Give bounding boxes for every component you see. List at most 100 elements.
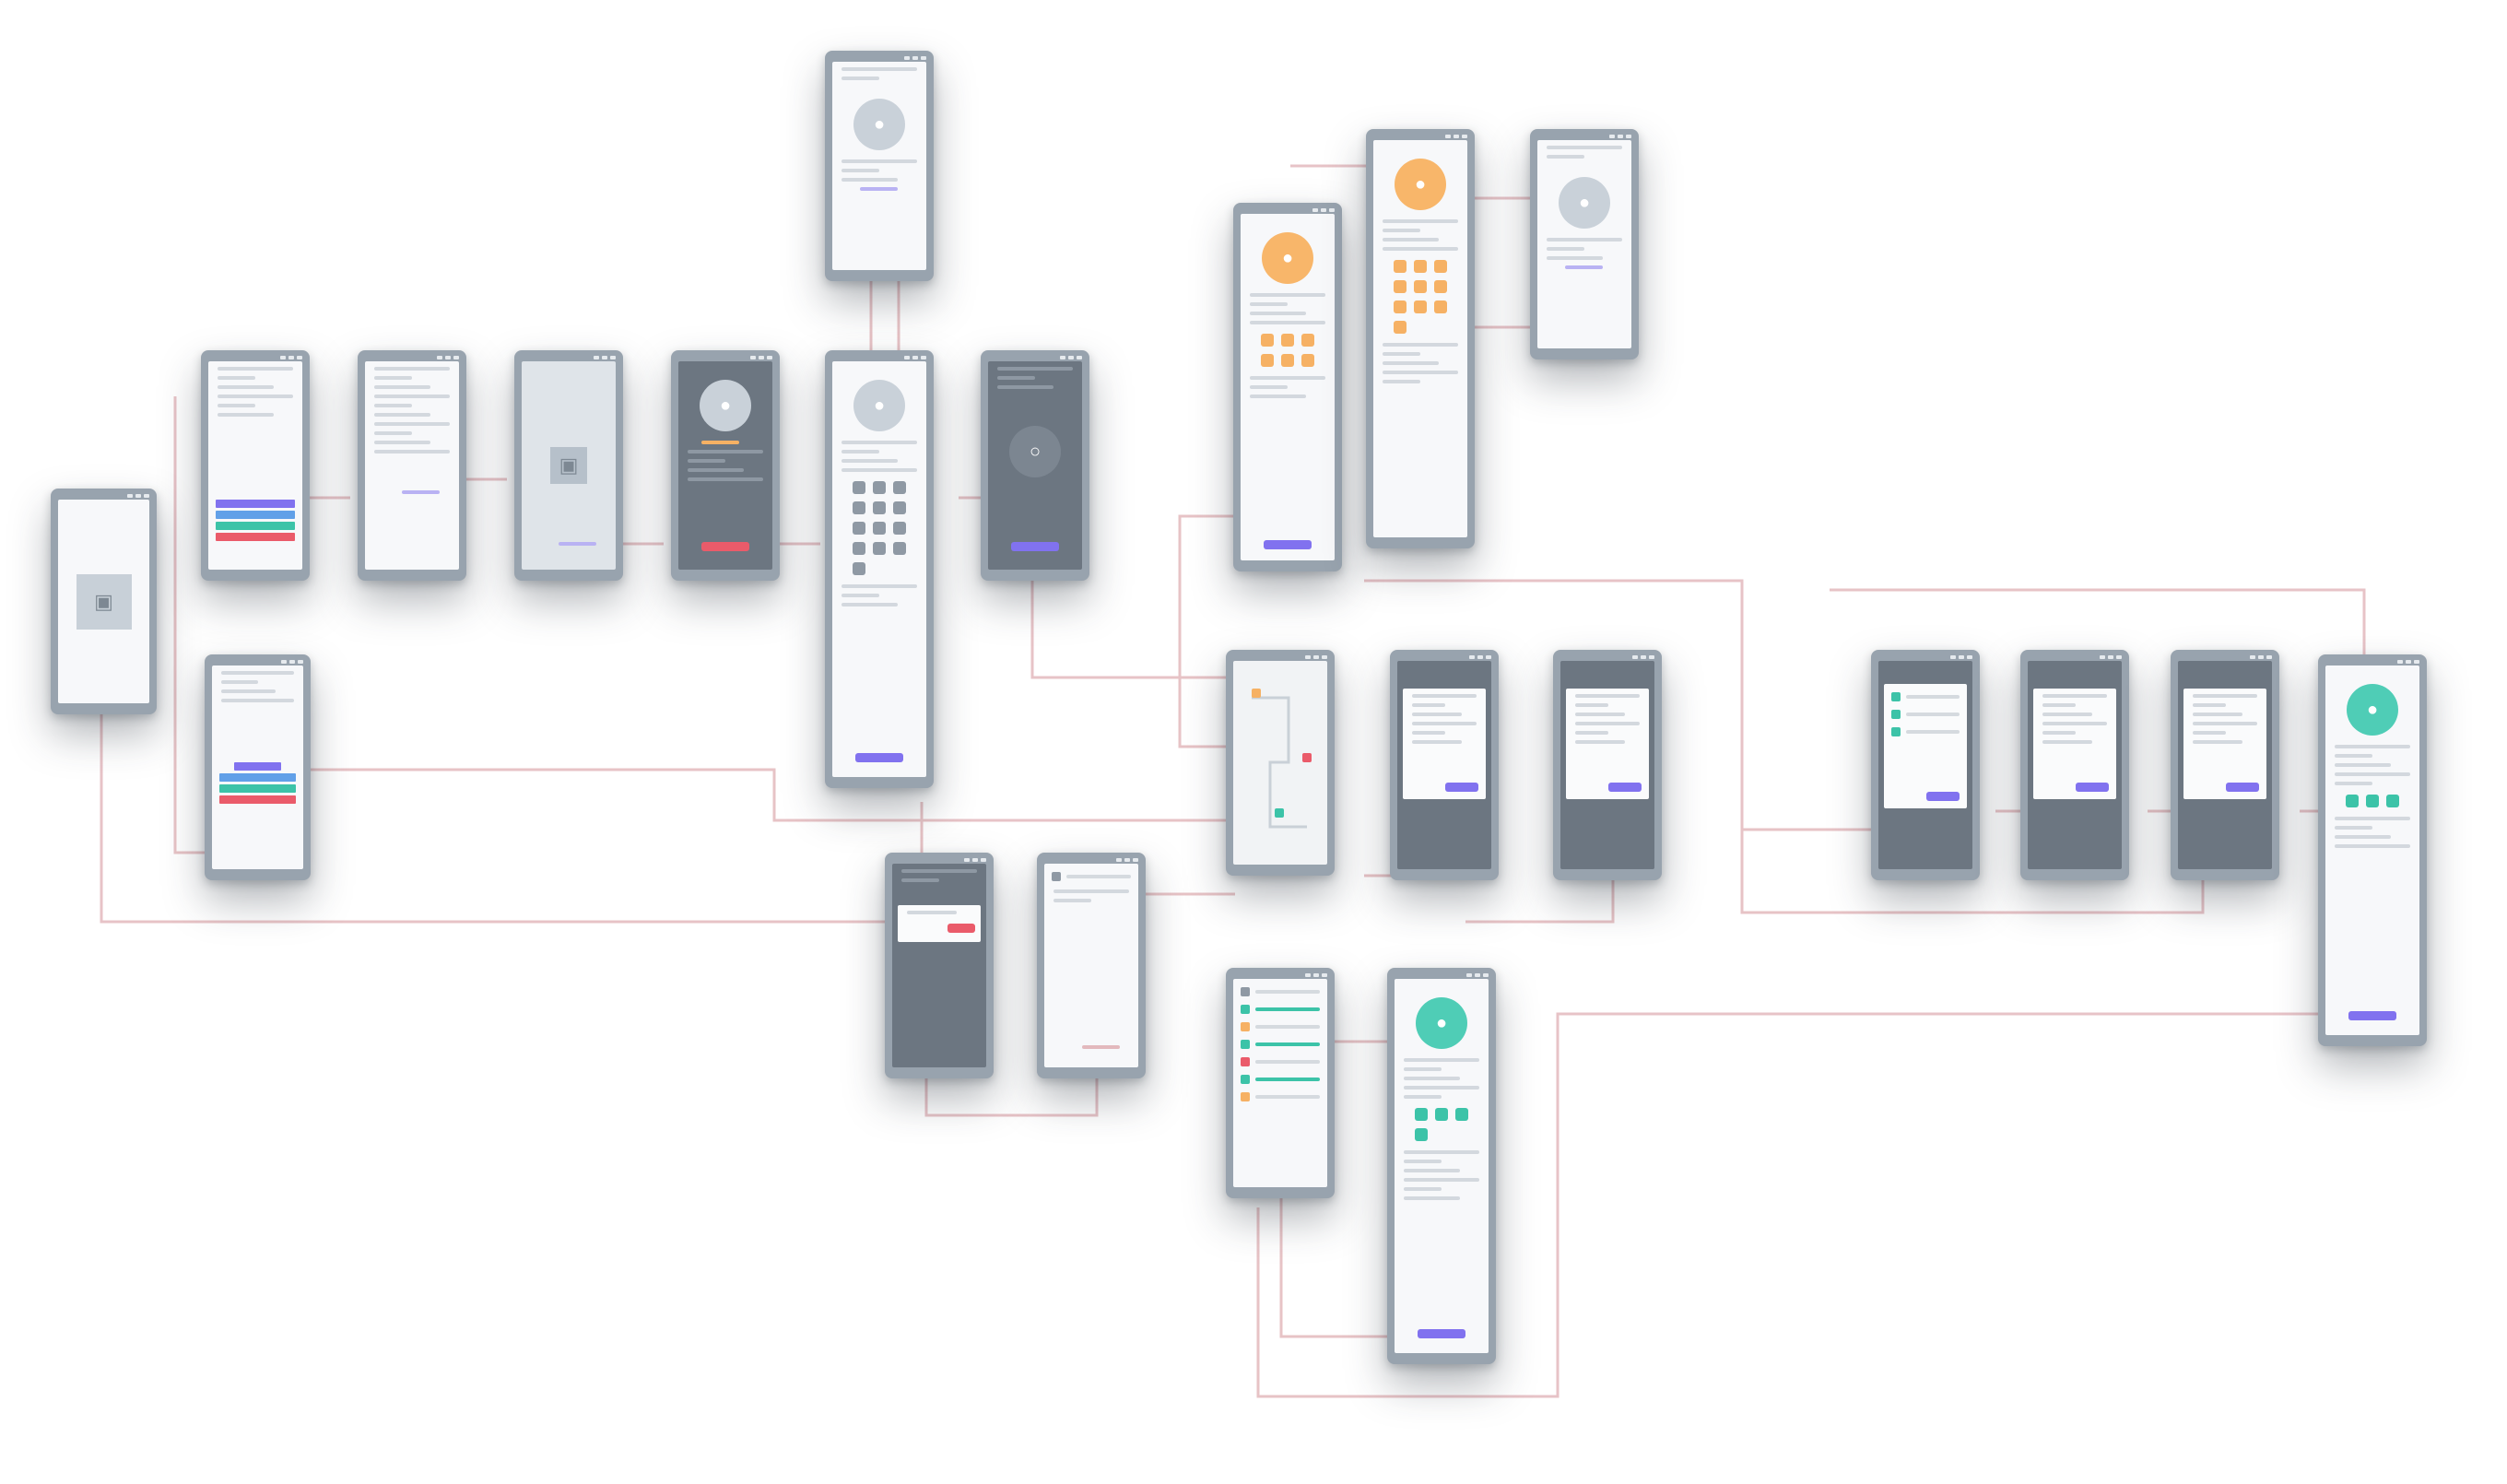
- dialog-ok-button[interactable]: [2226, 783, 2259, 792]
- grid-option[interactable]: [1434, 280, 1447, 293]
- grid-option[interactable]: [1435, 1108, 1448, 1121]
- continue-button[interactable]: [855, 753, 903, 762]
- user-avatar-icon: ●: [700, 380, 751, 431]
- back-icon[interactable]: [1241, 987, 1250, 996]
- grid-option[interactable]: [2366, 795, 2379, 807]
- link-text[interactable]: [402, 490, 440, 494]
- grid-option[interactable]: [1301, 334, 1314, 347]
- screen-dark-delete[interactable]: [885, 853, 994, 1078]
- screen-profile-setup[interactable]: ●: [825, 350, 934, 788]
- grid-option[interactable]: [1261, 334, 1274, 347]
- screen-dark-camera[interactable]: ○: [981, 350, 1089, 581]
- screen-text-content[interactable]: [358, 350, 466, 581]
- back-icon[interactable]: [1052, 872, 1061, 881]
- grid-option[interactable]: [853, 562, 865, 575]
- purple-option[interactable]: [216, 500, 295, 508]
- grid-option[interactable]: [893, 501, 906, 514]
- blue-option[interactable]: [216, 511, 295, 519]
- map-pin-icon[interactable]: [1275, 808, 1284, 818]
- screen-dialog-c[interactable]: [1871, 650, 1980, 880]
- delete-button[interactable]: [947, 924, 975, 933]
- screen-dialog-a[interactable]: [1390, 650, 1499, 880]
- red-option[interactable]: [219, 795, 296, 804]
- continue-button[interactable]: [1418, 1329, 1465, 1338]
- screen-profile-avatar[interactable]: ●: [825, 51, 934, 281]
- dialog-ok-button[interactable]: [1445, 783, 1478, 792]
- screen-orange-profile[interactable]: ●: [1233, 203, 1342, 571]
- grid-option[interactable]: [1434, 300, 1447, 313]
- grid-option[interactable]: [853, 481, 865, 494]
- list-item-icon: [1241, 1040, 1250, 1049]
- red-option[interactable]: [216, 533, 295, 541]
- screen-search[interactable]: [1037, 853, 1146, 1078]
- screen-photo-picker[interactable]: ▣: [514, 350, 623, 581]
- continue-button[interactable]: [2348, 1011, 2396, 1020]
- screen-login-form[interactable]: [205, 654, 311, 880]
- screen-teal-list[interactable]: [1226, 968, 1335, 1198]
- screen-splash[interactable]: ▣: [51, 489, 157, 714]
- link-text[interactable]: [1565, 265, 1603, 269]
- grid-option[interactable]: [1414, 300, 1427, 313]
- screen-dialog-b[interactable]: [1553, 650, 1662, 880]
- grid-option[interactable]: [2346, 795, 2359, 807]
- dialog-ok-button[interactable]: [1608, 783, 1642, 792]
- link-text[interactable]: [559, 542, 596, 546]
- screen-grey-profile[interactable]: ●: [1530, 129, 1639, 359]
- grid-option[interactable]: [1394, 321, 1407, 334]
- link-text[interactable]: [1082, 1045, 1120, 1049]
- map-pin-icon[interactable]: [1302, 753, 1312, 762]
- purple-option[interactable]: [234, 762, 281, 771]
- text-line: [2335, 826, 2372, 830]
- map-pin-icon[interactable]: [1252, 689, 1261, 698]
- screen-dialog-d[interactable]: [2020, 650, 2129, 880]
- grid-option[interactable]: [1261, 354, 1274, 367]
- continue-button[interactable]: [1264, 540, 1312, 549]
- grid-option[interactable]: [893, 481, 906, 494]
- screen-teal-profile-long[interactable]: ●: [1387, 968, 1496, 1364]
- alert-confirm-button[interactable]: [701, 542, 749, 551]
- grid-option[interactable]: [1281, 334, 1294, 347]
- grid-option[interactable]: [1415, 1108, 1428, 1121]
- grid-option[interactable]: [1414, 260, 1427, 273]
- grid-option[interactable]: [1394, 300, 1407, 313]
- grid-option[interactable]: [853, 501, 865, 514]
- text-line: [1575, 703, 1608, 707]
- screen-signup-form[interactable]: [201, 350, 310, 581]
- grid-option[interactable]: [893, 542, 906, 555]
- screen-map[interactable]: [1226, 650, 1335, 876]
- link-text[interactable]: [860, 187, 898, 191]
- grid-option[interactable]: [873, 542, 886, 555]
- grid-option[interactable]: [1455, 1108, 1468, 1121]
- blue-option[interactable]: [219, 773, 296, 782]
- grid-option[interactable]: [1394, 280, 1407, 293]
- dialog-ok-button[interactable]: [2076, 783, 2109, 792]
- grid-option[interactable]: [2386, 795, 2399, 807]
- text-line: [1404, 1086, 1479, 1089]
- screen-dialog-e[interactable]: [2171, 650, 2279, 880]
- camera-icon: ○: [1009, 426, 1061, 477]
- grid-option[interactable]: [1281, 354, 1294, 367]
- grid-option[interactable]: [1394, 260, 1407, 273]
- grid-option[interactable]: [853, 542, 865, 555]
- grid-option[interactable]: [873, 481, 886, 494]
- grid-option[interactable]: [853, 522, 865, 535]
- screen-teal-profile[interactable]: ●: [2318, 654, 2427, 1046]
- text-line: [1412, 740, 1462, 744]
- green-option[interactable]: [216, 522, 295, 530]
- grid-option[interactable]: [873, 522, 886, 535]
- screen-dark-alert[interactable]: ●: [671, 350, 780, 581]
- text-line: [2193, 694, 2257, 698]
- dialog-ok-button[interactable]: [1926, 792, 1960, 801]
- status-bar: [832, 354, 926, 361]
- screen-orange-profile-detail[interactable]: ●: [1366, 129, 1475, 548]
- grid-option[interactable]: [1434, 260, 1447, 273]
- grid-option[interactable]: [873, 501, 886, 514]
- text-line: [2193, 740, 2242, 744]
- capture-button[interactable]: [1011, 542, 1059, 551]
- grid-option[interactable]: [1415, 1128, 1428, 1141]
- grid-option[interactable]: [1414, 280, 1427, 293]
- text-line: [2335, 782, 2372, 785]
- grid-option[interactable]: [1301, 354, 1314, 367]
- grid-option[interactable]: [893, 522, 906, 535]
- green-option[interactable]: [219, 784, 296, 793]
